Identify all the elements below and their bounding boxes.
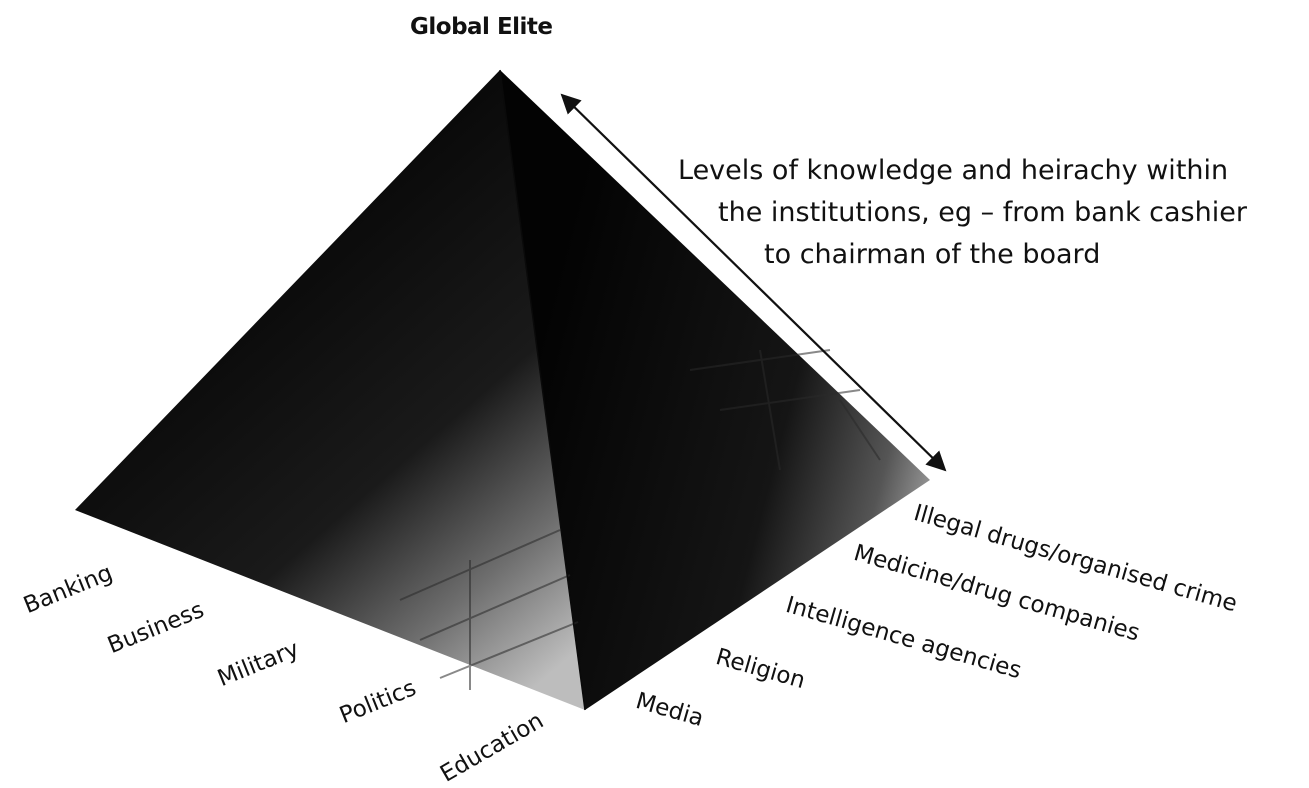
pyramid-ridge	[499, 69, 586, 711]
apex-label: Global Elite	[410, 14, 553, 40]
arrow-note-line: the institutions, eg – from bank cashier	[718, 197, 1247, 228]
arrow-note: Levels of knowledge and heirachy within …	[660, 150, 1300, 276]
arrow-note-line: Levels of knowledge and heirachy within	[678, 155, 1229, 186]
pyramid-left-face	[75, 70, 585, 710]
hierarchy-arrow	[560, 93, 947, 472]
arrow-note-line: to chairman of the board	[764, 239, 1101, 270]
